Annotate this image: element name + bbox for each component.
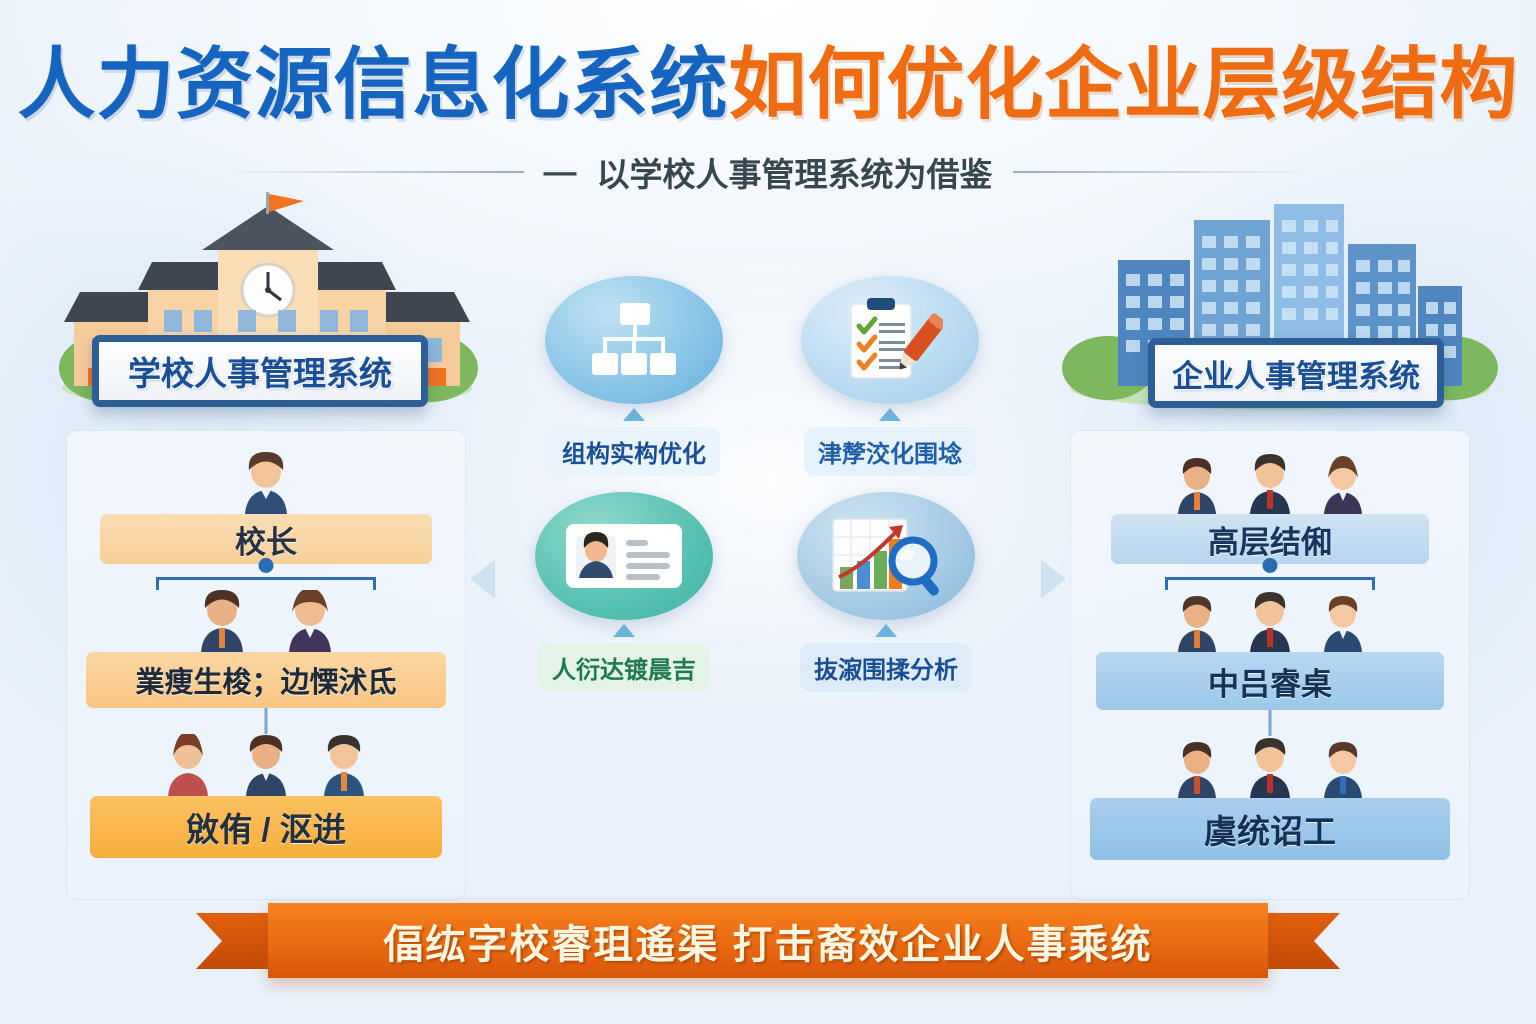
feature-process-standardization[interactable]: 津孷洨化围埝 bbox=[780, 276, 1000, 476]
banner-ribbon-right bbox=[1266, 913, 1340, 969]
org-level-box[interactable]: 虞统诏工 bbox=[1090, 798, 1450, 860]
school-hierarchy: 校长 業痩生梭；边慄沭氐 bbox=[66, 452, 466, 858]
subtitle-dash: — bbox=[543, 153, 577, 190]
org-level-box[interactable]: 敓侑 / 沤逬 bbox=[90, 796, 442, 858]
subtitle-text: 以学校人事管理系统为借鉴 bbox=[596, 156, 993, 193]
bottom-banner: 偪纮字校睿珇遙渠 打击裔效企业人事乘统 bbox=[268, 903, 1268, 978]
teachers-staff-icon bbox=[66, 734, 466, 796]
org-level-box[interactable]: 中吕睿桌 bbox=[1096, 652, 1444, 710]
enterprise-hierarchy: 高层结俰 bbox=[1070, 452, 1470, 860]
arrow-left-icon bbox=[470, 560, 495, 598]
org-level-label: 中吕睿桌 bbox=[1208, 666, 1332, 702]
feature-label: 津孷洨化围埝 bbox=[804, 427, 976, 476]
center-feature-cluster: 组构实构优化 bbox=[508, 276, 1028, 692]
feature-label: 组构实构优化 bbox=[548, 427, 720, 476]
org-level-label: 高层结俰 bbox=[1208, 524, 1332, 560]
title-segment-orange: 如何优化企业层级结构 bbox=[728, 40, 1519, 128]
principal-avatar-icon bbox=[66, 452, 466, 514]
feature-label: 抜漃围揉分析 bbox=[800, 643, 972, 692]
page-title: 人力资源信息化系统如何优化企业层级结构 bbox=[0, 43, 1536, 126]
feature-pointer-icon bbox=[623, 408, 645, 421]
banner-ribbon-left bbox=[196, 913, 270, 969]
chart-magnifier-icon bbox=[797, 492, 975, 620]
connector-level1-level2 bbox=[1070, 558, 1470, 590]
arrow-right-icon bbox=[1041, 560, 1066, 598]
connector-level1-level2 bbox=[66, 558, 466, 590]
id-card-icon bbox=[535, 492, 713, 620]
org-level-label: 敓侑 / 沤逬 bbox=[186, 811, 346, 848]
department-heads-icon bbox=[66, 590, 466, 652]
executives-icon bbox=[1070, 452, 1470, 514]
connector-level2-level3 bbox=[66, 708, 466, 734]
feature-data-analysis[interactable]: 抜漃围揉分析 bbox=[776, 492, 996, 692]
frontline-employees-icon bbox=[1070, 736, 1470, 798]
org-level-label: 校长 bbox=[235, 524, 297, 560]
org-chart-icon bbox=[545, 276, 723, 404]
middle-managers-icon bbox=[1070, 590, 1470, 652]
feature-pointer-icon bbox=[875, 624, 897, 637]
connector-level2-level3 bbox=[1070, 710, 1470, 736]
feature-label: 人衍达镀晨吉 bbox=[538, 643, 710, 692]
bottom-banner-text: 偪纮字校睿珇遙渠 打击裔效企业人事乘统 bbox=[383, 922, 1153, 967]
title-segment-blue: 人力资源信息化系统 bbox=[17, 40, 729, 128]
org-level-box[interactable]: 校长 bbox=[100, 514, 432, 564]
checklist-pencil-icon bbox=[801, 276, 979, 404]
org-level-label: 虞统诏工 bbox=[1204, 813, 1336, 850]
org-level-box[interactable]: 高层结俰 bbox=[1111, 514, 1429, 564]
feature-org-structure[interactable]: 组构实构优化 bbox=[524, 276, 744, 476]
subtitle-rule-left bbox=[223, 171, 524, 173]
subtitle-rule-right bbox=[1012, 171, 1313, 173]
left-system-plaque[interactable]: 学校人事管理系统 bbox=[92, 335, 428, 407]
right-system-plaque[interactable]: 企业人事管理系统 bbox=[1148, 338, 1444, 408]
subtitle-row: — 以学校人事管理系统为借鉴 bbox=[0, 148, 1536, 196]
feature-pointer-icon bbox=[613, 624, 635, 637]
feature-pointer-icon bbox=[879, 408, 901, 421]
left-system-plaque-label: 学校人事管理系统 bbox=[128, 355, 392, 392]
feature-talent-records[interactable]: 人衍达镀晨吉 bbox=[514, 492, 734, 692]
org-level-box[interactable]: 業痩生梭；边慄沭氐 bbox=[86, 652, 446, 708]
right-system-plaque-label: 企业人事管理系统 bbox=[1172, 358, 1420, 394]
org-level-label: 業痩生梭；边慄沭氐 bbox=[135, 667, 397, 699]
